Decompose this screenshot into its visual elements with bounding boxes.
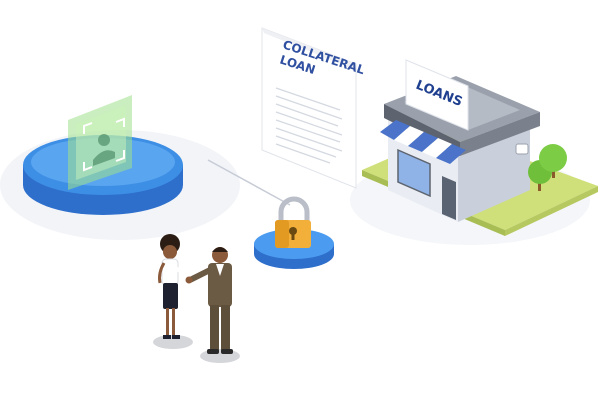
loans-sign-board [405,59,469,131]
shop-window [397,148,431,198]
shop-awning [380,120,466,164]
document-text-lines [275,87,343,164]
collateral-loan-document: COLLATERAL LOAN [261,27,367,189]
woman-figure [158,234,190,339]
padlock-icon [275,196,311,248]
connector-line [207,159,291,206]
id-platform [23,135,183,215]
people-handshake [153,234,240,363]
loan-shop: LOANS [362,59,598,236]
wall-lamp [515,143,529,155]
man-figure [188,247,233,354]
user-id-icon [68,95,132,190]
shop-door [442,176,456,220]
handshake [185,276,193,284]
tree-icon [528,144,567,191]
